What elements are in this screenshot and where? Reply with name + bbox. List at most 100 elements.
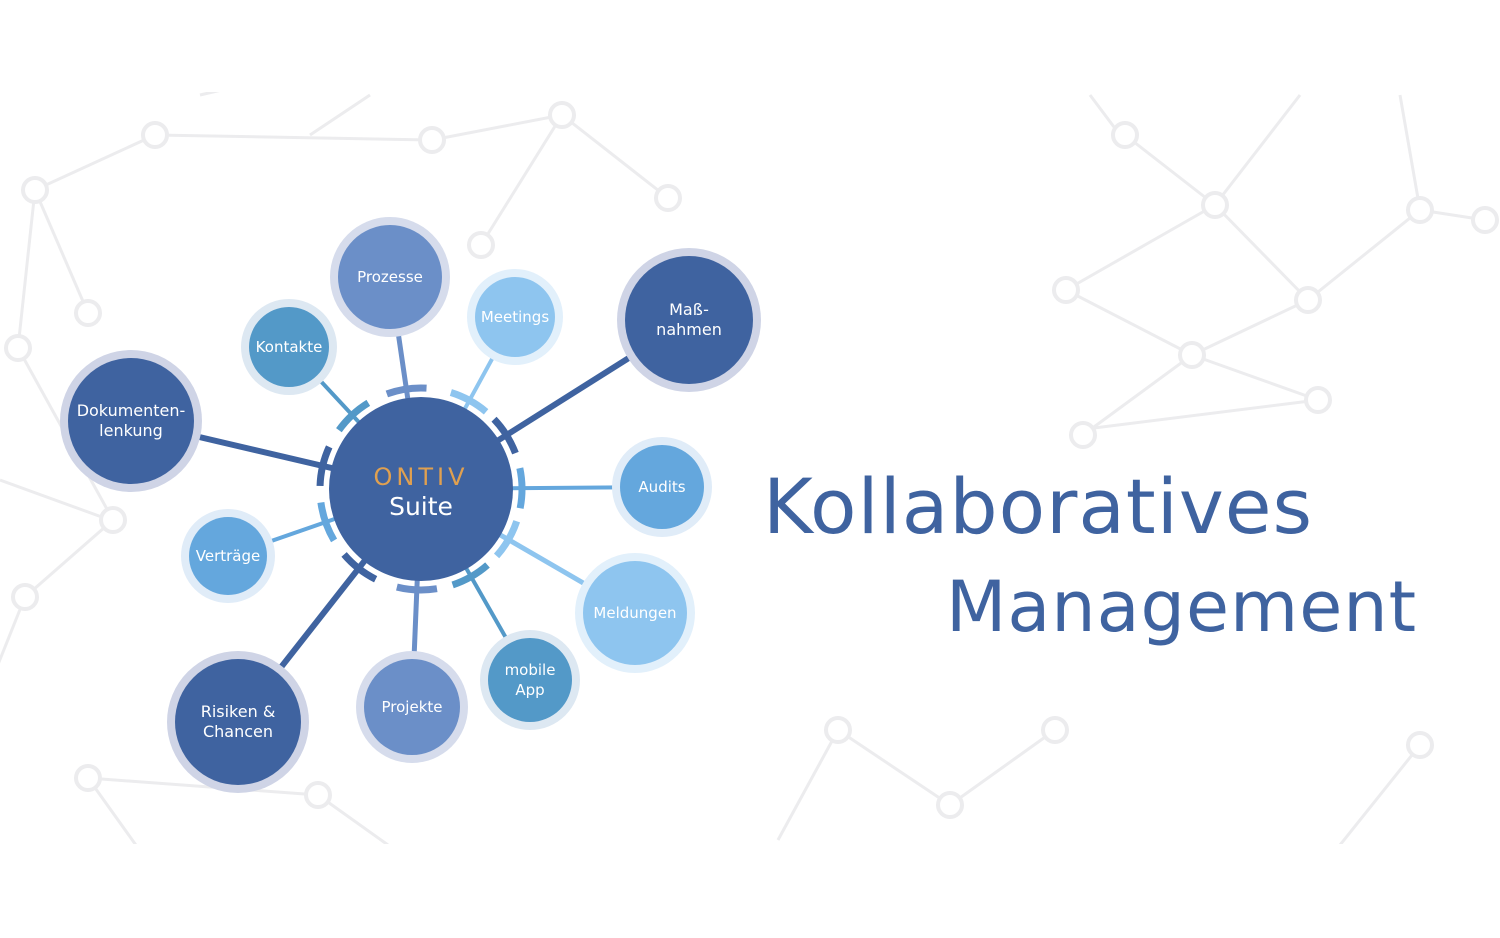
node-projekte[interactable]: Projekte (356, 651, 468, 763)
ring-segments (316, 384, 526, 594)
node-risiken-chancen[interactable]: Risiken &Chancen (167, 651, 309, 793)
network-edge (317, 793, 389, 844)
ring-segment (316, 445, 333, 487)
network-edge (1191, 298, 1309, 357)
network-edge (776, 729, 840, 841)
network-edge (431, 113, 563, 142)
network-node (304, 781, 332, 809)
network-edge (479, 114, 564, 246)
network-edge (86, 777, 137, 844)
network-edge (309, 93, 371, 137)
node-meldungen[interactable]: Meldungen (575, 553, 695, 673)
network-edge (1398, 94, 1422, 211)
network-node (654, 184, 682, 212)
ring-segment (336, 399, 371, 433)
network-edge (1191, 353, 1319, 402)
network-edge (949, 728, 1056, 807)
network-node (936, 791, 964, 819)
network-edge (87, 776, 319, 797)
ring-segment (385, 384, 427, 398)
network-edge (16, 189, 37, 349)
node-label: mobile (505, 661, 556, 679)
node-circle (625, 256, 753, 384)
network-node (1178, 341, 1206, 369)
network-node (74, 299, 102, 327)
ring-segment (341, 552, 378, 583)
network-node (99, 506, 127, 534)
network-edge (561, 113, 669, 200)
network-node (1111, 121, 1139, 149)
network-edge (1124, 133, 1216, 207)
node-circle (189, 517, 267, 595)
node-circle (68, 358, 194, 484)
node-vertraege[interactable]: Verträge (181, 509, 275, 603)
center-label: Suite (389, 492, 453, 521)
center-circle (329, 397, 513, 581)
network-edge (1213, 94, 1302, 206)
network-edge (837, 728, 951, 807)
network-node (1406, 196, 1434, 224)
node-circle (364, 659, 460, 755)
network-node (418, 126, 446, 154)
heading-line-1: Kollaboratives (763, 462, 1314, 551)
node-label: Prozesse (357, 268, 423, 286)
node-label: Kontakte (256, 338, 323, 356)
node-massnahmen[interactable]: Maß-nahmen (617, 248, 761, 392)
node-meetings[interactable]: Meetings (467, 269, 563, 365)
network-node (74, 764, 102, 792)
node-circle (475, 277, 555, 357)
node-label: Maß- (669, 300, 709, 319)
network-node (1304, 386, 1332, 414)
node-label: Risiken & (201, 702, 276, 721)
node-label: Chancen (203, 722, 273, 741)
ring-segment (396, 583, 438, 594)
ontiv-logo: ONTIV (374, 463, 469, 491)
network-edge (1065, 288, 1193, 357)
network-node (548, 101, 576, 129)
network-edge (0, 596, 27, 664)
node-audits[interactable]: Audits (612, 437, 712, 537)
node-label: Verträge (196, 547, 260, 565)
network-pattern (0, 92, 1499, 844)
network-node (824, 716, 852, 744)
node-label: lenkung (99, 421, 163, 440)
node-prozesse[interactable]: Prozesse (330, 217, 450, 337)
node-circle (488, 638, 572, 722)
node-label: Projekte (382, 698, 443, 716)
node-dokumentenlenkung[interactable]: Dokumenten-lenkung (60, 350, 202, 492)
ring-segment (449, 389, 489, 415)
network-edge (1082, 353, 1193, 437)
network-edge (1338, 744, 1422, 844)
node-label: Meetings (481, 308, 549, 326)
network-node (21, 176, 49, 204)
heading-line-2: Management (946, 566, 1418, 648)
network-edge (24, 518, 114, 599)
network-node (1406, 731, 1434, 759)
ring-segment (491, 416, 519, 455)
network-edge (1077, 398, 1319, 432)
network-edge (154, 133, 433, 142)
network-edge (0, 478, 111, 522)
network-node (1052, 276, 1080, 304)
ring-segment (516, 467, 526, 509)
network-node (1069, 421, 1097, 449)
network-node (4, 334, 32, 362)
node-circle (175, 659, 301, 785)
network-edge (1065, 203, 1216, 292)
network-edge (1213, 203, 1310, 302)
network-node (1041, 716, 1069, 744)
node-label: Audits (638, 478, 685, 496)
network-node (141, 121, 169, 149)
node-kontakte[interactable]: Kontakte (241, 299, 337, 395)
node-label: Meldungen (593, 604, 676, 622)
network-edge (34, 133, 156, 192)
ring-segment (451, 562, 490, 589)
network-node (1294, 286, 1322, 314)
node-circle (338, 225, 442, 329)
node-circle (249, 307, 329, 387)
